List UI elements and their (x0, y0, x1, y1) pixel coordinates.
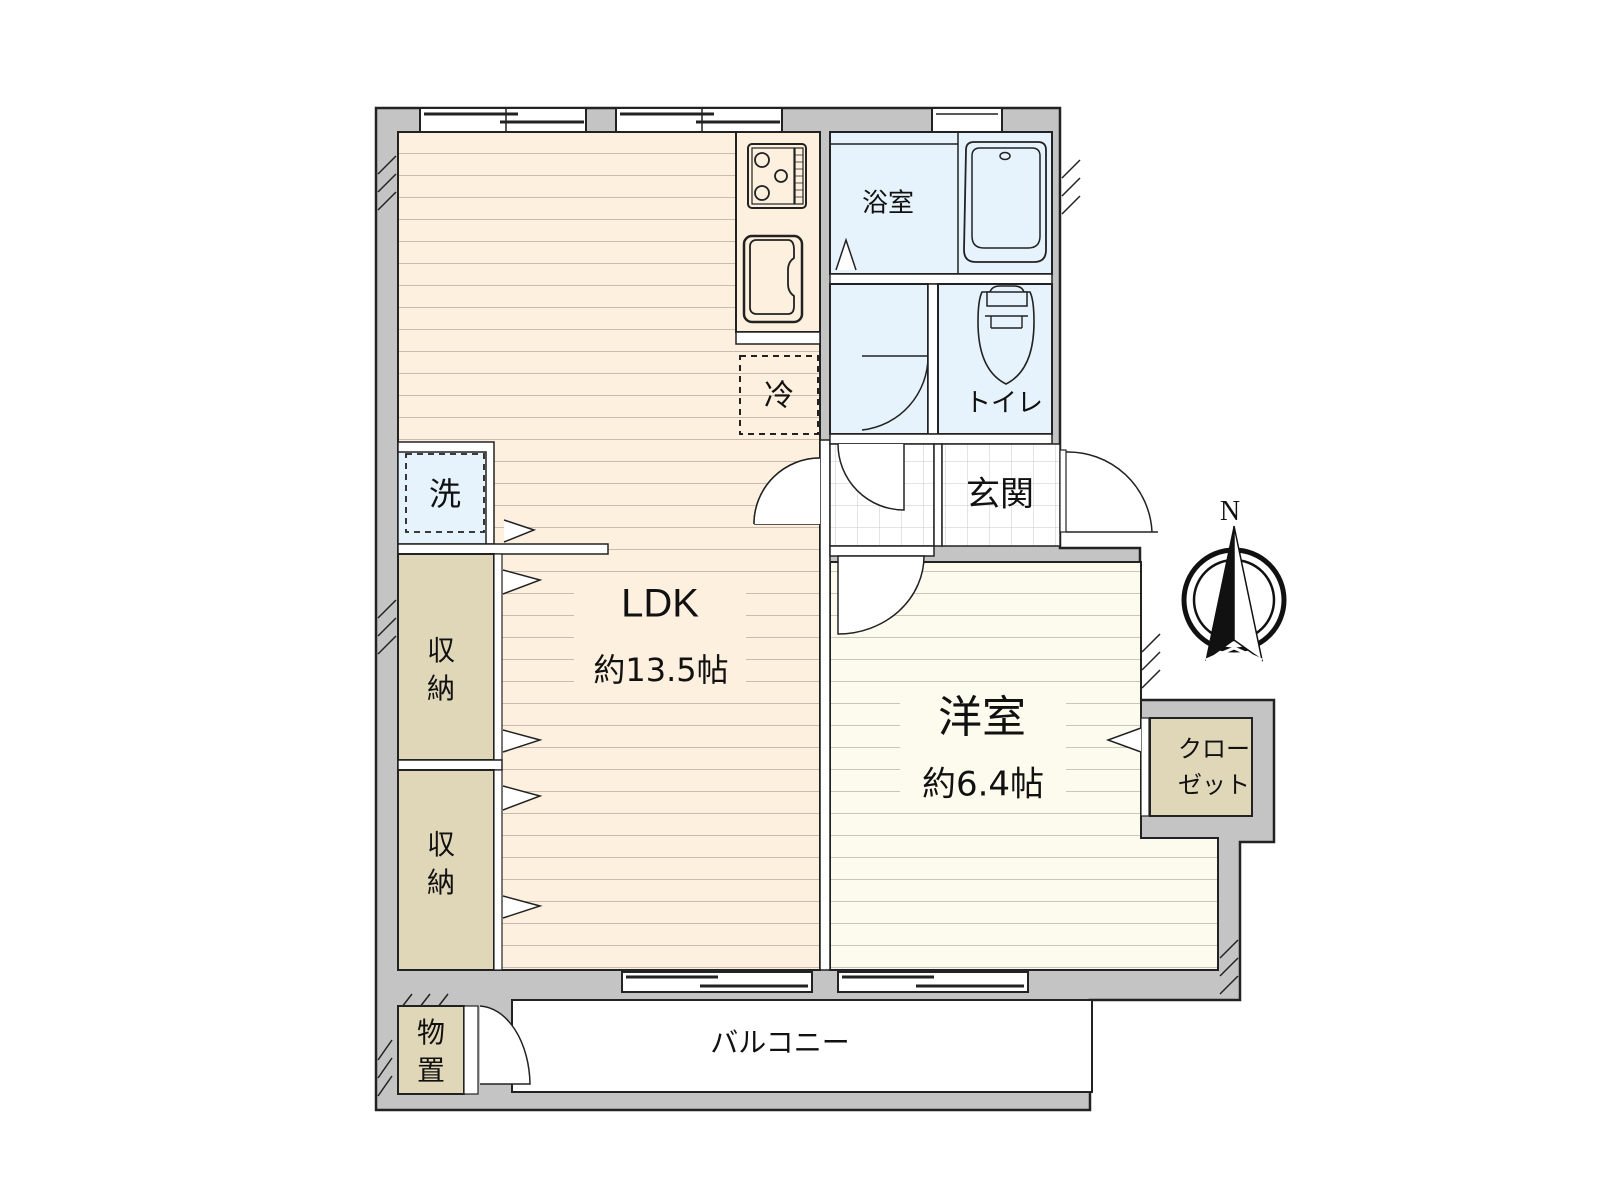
door-swing-icon (861, 355, 929, 431)
storage-2-label-line1: 収 (427, 828, 455, 861)
western-room-area-top: 約6.4帖 (922, 765, 1044, 805)
label-backdrop (900, 686, 1066, 804)
fridge-space: 冷 (739, 355, 819, 435)
hallway (753, 443, 935, 547)
entrance-door[interactable] (1059, 449, 1158, 533)
windows-top (419, 107, 1003, 133)
wall-hatch-marks (377, 155, 1239, 1097)
ldk-room-name: LDK (621, 582, 699, 626)
toilet-icon (977, 285, 1035, 385)
door-icon (502, 785, 543, 811)
door-icon (502, 895, 543, 919)
outdoor-storage-label-line2: 置 (417, 1054, 445, 1087)
balcony-label: バルコニー (710, 1026, 849, 1059)
room-bath: 浴室 (829, 131, 1053, 275)
storage-2-label-line2: 納 (427, 866, 455, 899)
balcony: バルコニー (511, 999, 1093, 1093)
door-icon (502, 569, 543, 595)
washer-label: 洗 (429, 475, 461, 513)
bath-label: 浴室 (862, 189, 914, 219)
door-swing-icon (837, 443, 905, 511)
ldk-room-area: 約13.5帖 (593, 651, 728, 689)
western-room-name-top: 洋室 (938, 692, 1026, 743)
door-swing-icon (837, 555, 925, 635)
washer-space: 洗 (397, 441, 609, 555)
storage-1-label-line1: 収 (427, 634, 455, 667)
kitchen-counter (735, 131, 821, 345)
compass-icon: N (1181, 496, 1287, 662)
outdoor-storage: 物 置 (397, 1005, 531, 1095)
closet: クロー ゼット (1105, 717, 1253, 817)
closet-label-line2: ゼット (1178, 771, 1250, 799)
label-backdrop (574, 572, 746, 692)
room-entrance: 玄関 (941, 443, 1061, 547)
storage-1: 収 納 (397, 553, 543, 761)
entrance-label: 玄関 (966, 475, 1034, 515)
bathtub-icon (963, 141, 1047, 263)
room-washroom (829, 283, 929, 435)
closet-door-icon[interactable] (1105, 727, 1142, 753)
room-toilet: トイレ (937, 283, 1053, 435)
interior-wall (927, 283, 939, 435)
sink-icon (742, 234, 804, 324)
folding-door-icon (835, 237, 857, 271)
windows-bottom (621, 971, 1029, 993)
stove-icon (747, 143, 807, 209)
toilet-label: トイレ (965, 389, 1043, 419)
fridge-label: 冷 (764, 379, 794, 414)
door-swing-icon (1065, 451, 1153, 533)
outdoor-storage-label-line1: 物 (417, 1016, 445, 1049)
door-swing-icon (479, 1005, 531, 1085)
interior-wall (933, 443, 943, 547)
compass-north-label: N (1220, 496, 1240, 527)
storage-1-label-line2: 納 (427, 672, 455, 705)
partition-wall (819, 439, 831, 971)
interior-wall (829, 433, 1053, 445)
interior-wall (829, 273, 1053, 285)
door-icon (502, 729, 543, 753)
storage-2: 収 納 (397, 769, 543, 971)
door-icon (503, 519, 537, 543)
closet-label-line1: クロー (1178, 735, 1250, 763)
interior-wall (397, 759, 503, 771)
interior-wall (829, 545, 935, 557)
